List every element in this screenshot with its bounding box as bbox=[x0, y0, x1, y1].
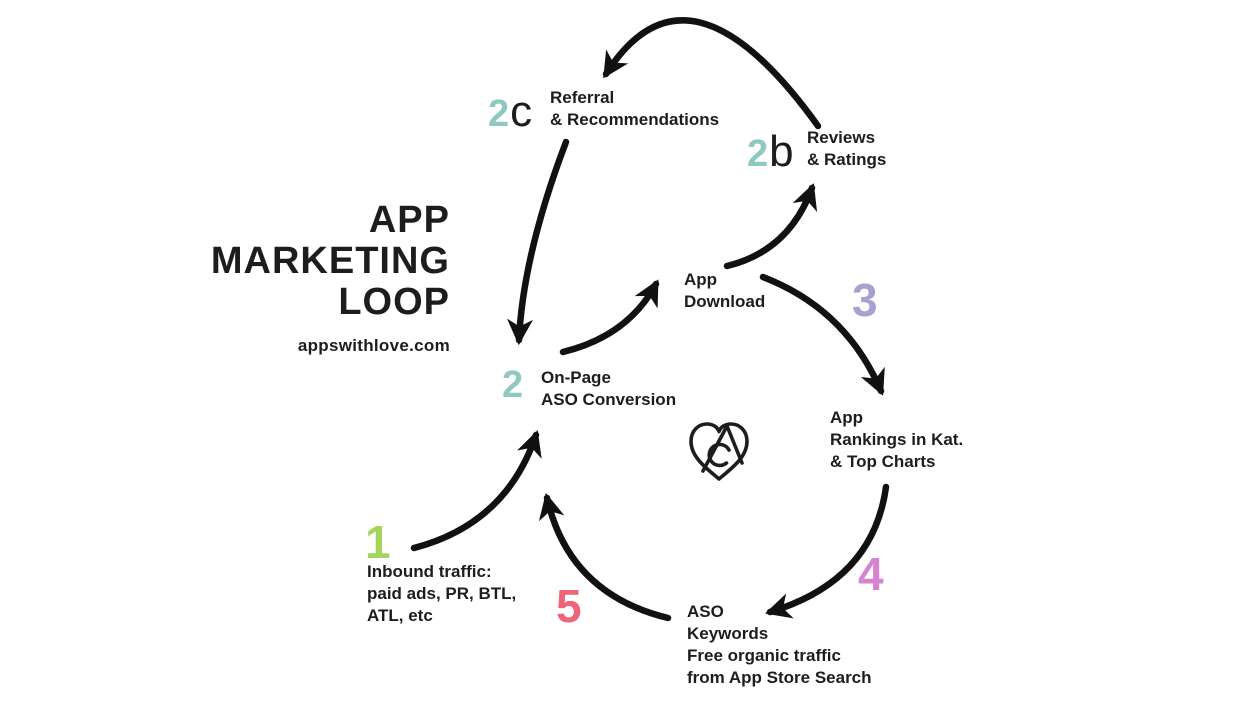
arrow-download-to-rankings bbox=[759, 273, 885, 396]
arrow-referral-to-onpage bbox=[506, 138, 570, 346]
label-line: Inbound traffic: bbox=[367, 562, 492, 581]
step-marker-4: 4 bbox=[858, 548, 884, 600]
page-title-line: LOOP bbox=[338, 281, 450, 323]
label-line: Referral bbox=[550, 88, 615, 107]
label-line: Download bbox=[684, 292, 766, 311]
label-inbound-traffic: Inbound traffic: paid ads, PR, BTL, ATL,… bbox=[367, 561, 516, 627]
arrow-reviews-to-referral bbox=[602, 17, 822, 130]
label-line: & Top Charts bbox=[830, 452, 936, 471]
step-letter: c bbox=[510, 87, 533, 136]
label-line: Keywords bbox=[687, 624, 769, 643]
step-number: 2 bbox=[488, 93, 510, 135]
label-app-download: App Download bbox=[684, 269, 765, 313]
label-line: Free organic traffic bbox=[687, 646, 841, 665]
arrow-rankings-to-aso bbox=[765, 483, 890, 619]
label-line: On-Page bbox=[541, 368, 611, 387]
website-text: appswithlove.com bbox=[297, 336, 450, 355]
arrow-aso-to-onpage bbox=[538, 492, 672, 622]
step-marker-2: 2 bbox=[502, 366, 523, 404]
step-marker-1: 1 bbox=[365, 516, 391, 568]
label-line: & Recommendations bbox=[550, 110, 720, 129]
arrow-inbound-to-onpage bbox=[410, 430, 542, 552]
label-line: ATL, etc bbox=[367, 606, 433, 625]
label-line: App bbox=[830, 408, 864, 427]
label-line: App bbox=[684, 270, 718, 289]
step-marker-3: 3 bbox=[852, 274, 878, 326]
appswithlove-heart-logo bbox=[689, 422, 749, 481]
page-title-line: APP bbox=[368, 199, 450, 241]
title-block: APP MARKETING LOOP appswithlove.com bbox=[150, 200, 450, 356]
label-onpage-aso: On-Page ASO Conversion bbox=[541, 367, 676, 411]
arrow-download-to-reviews bbox=[723, 183, 818, 270]
label-line: Reviews bbox=[807, 128, 876, 147]
label-line: ASO bbox=[687, 602, 724, 621]
page-title-line: MARKETING bbox=[210, 240, 450, 282]
label-line: ASO Conversion bbox=[541, 390, 677, 409]
step-number: 2 bbox=[502, 364, 524, 406]
label-aso-keywords: ASO Keywords Free organic traffic from A… bbox=[687, 601, 872, 689]
label-rankings: App Rankings in Kat. & Top Charts bbox=[830, 407, 963, 473]
label-line: Rankings in Kat. bbox=[830, 430, 964, 449]
step-marker-5: 5 bbox=[556, 580, 582, 632]
step-marker-2b: 2b bbox=[747, 130, 794, 174]
label-reviews: Reviews & Ratings bbox=[807, 127, 886, 171]
step-number: 2 bbox=[747, 133, 769, 175]
label-line: paid ads, PR, BTL, bbox=[367, 584, 517, 603]
label-line: & Ratings bbox=[807, 150, 887, 169]
step-marker-2c: 2c bbox=[488, 90, 532, 134]
step-letter: b bbox=[769, 127, 794, 176]
label-line: from App Store Search bbox=[687, 668, 872, 687]
label-referral: Referral & Recommendations bbox=[550, 87, 719, 131]
arrow-onpage-to-download bbox=[559, 279, 660, 356]
